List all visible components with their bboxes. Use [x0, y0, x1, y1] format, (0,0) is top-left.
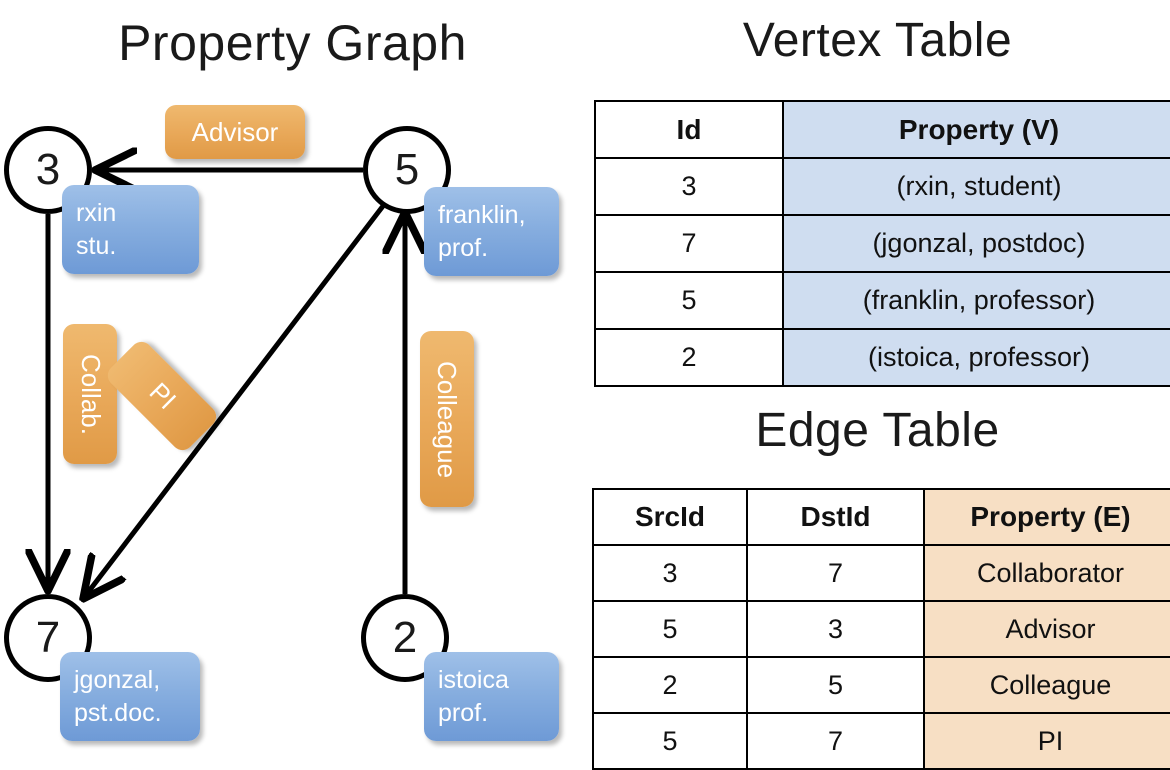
vertex-table-cell-id: 5: [594, 271, 784, 330]
edge-label-text-collab: Collab.: [75, 353, 106, 435]
vertex-property-box-5-line1: franklin,: [438, 201, 526, 229]
table-row[interactable]: 5 (franklin, professor): [594, 271, 1170, 330]
table-row[interactable]: 5 3 Advisor: [592, 600, 1170, 658]
edge-table-cell-property: Advisor: [923, 600, 1170, 658]
edge-table-cell-property: Collaborator: [923, 544, 1170, 602]
vertex-property-box-3-line2: stu.: [76, 232, 117, 260]
vertex-property-box-7: jgonzal, pst.doc.: [60, 652, 200, 741]
vertex-table-cell-property: (istoica, professor): [782, 328, 1170, 387]
vertex-property-box-5-line2: prof.: [438, 234, 489, 262]
edge-table-cell-dstid: 7: [746, 712, 925, 770]
table-row[interactable]: 2 (istoica, professor): [594, 328, 1170, 387]
table-row[interactable]: 7 (jgonzal, postdoc): [594, 214, 1170, 273]
edge-table-header-srcid: SrcId: [592, 488, 748, 546]
table-row[interactable]: 2 5 Colleague: [592, 656, 1170, 714]
vertex-table-header-id: Id: [594, 100, 784, 159]
vertex-property-box-2-line2: prof.: [438, 699, 489, 727]
edge-table-cell-dstid: 5: [746, 656, 925, 714]
page-title-edge-table: Edge Table: [755, 404, 1000, 457]
vertex-property-box-5: franklin, prof.: [424, 187, 559, 276]
table-header-row: Id Property (V): [594, 100, 1170, 159]
table-row[interactable]: 3 7 Collaborator: [592, 544, 1170, 602]
edge-table-cell-property: Colleague: [923, 656, 1170, 714]
vertex-table-cell-property: (rxin, student): [782, 157, 1170, 216]
vertex-table-cell-property: (franklin, professor): [782, 271, 1170, 330]
edge-table-cell-dstid: 7: [746, 544, 925, 602]
edge-table-header-property: Property (E): [923, 488, 1170, 546]
vertex-table-cell-id: 7: [594, 214, 784, 273]
graph-node-5-label: 5: [394, 145, 420, 194]
edge-table-header-dstid: DstId: [746, 488, 925, 546]
graph-node-2[interactable]: 2: [361, 594, 449, 682]
vertex-table-cell-property: (jgonzal, postdoc): [782, 214, 1170, 273]
page-title-vertex-table: Vertex Table: [742, 14, 1013, 67]
property-graph-diagram: 3 5 7 2 rxin stu. franklin, prof. jgonza…: [0, 0, 585, 760]
graph-node-3-label: 3: [35, 145, 61, 194]
vertex-table: Id Property (V) 3 (rxin, student) 7 (jgo…: [594, 100, 1170, 387]
edge-table-cell-srcid: 3: [592, 544, 748, 602]
edge-table-cell-property: PI: [923, 712, 1170, 770]
vertex-property-box-7-line1: jgonzal,: [74, 666, 161, 694]
edge-table-cell-srcid: 5: [592, 712, 748, 770]
edge-label-box-advisor: Advisor: [165, 105, 305, 159]
graph-node-7-label: 7: [35, 613, 61, 662]
edge-label-box-collab: Collab.: [63, 324, 117, 464]
page-title-property-graph: Property Graph: [118, 15, 467, 71]
edge-arrow-pi: [86, 204, 385, 595]
vertex-property-box-3-line1: rxin: [76, 199, 117, 227]
edge-label-text-advisor: Advisor: [191, 116, 279, 147]
vertex-property-box-7-line2: pst.doc.: [74, 699, 162, 727]
edge-label-text-pi: PI: [143, 376, 182, 415]
graph-edge-arrows: [0, 0, 585, 760]
vertex-table-header-property: Property (V): [782, 100, 1170, 159]
edge-label-text-colleague: Colleague: [432, 360, 463, 478]
edge-table-cell-srcid: 5: [592, 600, 748, 658]
vertex-table-cell-id: 3: [594, 157, 784, 216]
edge-table: SrcId DstId Property (E) 3 7 Collaborato…: [592, 488, 1170, 770]
edge-table-cell-srcid: 2: [592, 656, 748, 714]
table-row[interactable]: 3 (rxin, student): [594, 157, 1170, 216]
edge-label-box-colleague: Colleague: [420, 331, 474, 507]
edge-table-cell-dstid: 3: [746, 600, 925, 658]
vertex-table-cell-id: 2: [594, 328, 784, 387]
vertex-property-box-2: istoica prof.: [424, 652, 559, 741]
vertex-property-box-3: rxin stu.: [62, 185, 199, 274]
graph-node-2-label: 2: [392, 613, 418, 662]
vertex-property-box-2-line1: istoica: [438, 666, 509, 694]
table-row[interactable]: 5 7 PI: [592, 712, 1170, 770]
table-header-row: SrcId DstId Property (E): [592, 488, 1170, 546]
